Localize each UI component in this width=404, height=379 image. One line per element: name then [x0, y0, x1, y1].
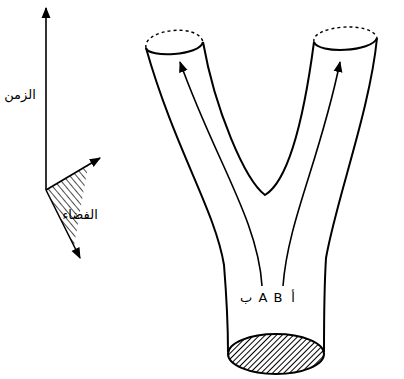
- axis-label: الفضاء: [62, 208, 98, 222]
- point-label: أ: [291, 291, 295, 305]
- point-label: ب: [240, 291, 252, 305]
- axes: [46, 8, 100, 258]
- trouser-tube: [146, 27, 377, 374]
- axis-label: الزمن: [4, 88, 36, 102]
- point-label: A: [259, 291, 268, 305]
- point-label: B: [274, 291, 283, 305]
- worldlines: [180, 62, 340, 286]
